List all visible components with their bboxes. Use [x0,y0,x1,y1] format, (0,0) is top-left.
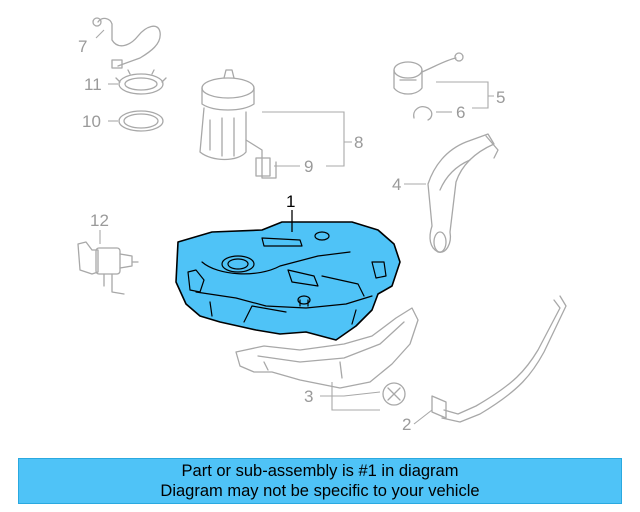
part-11-lock-ring: 11 [84,69,167,95]
callout-5: 5 [496,88,505,107]
callout-8: 8 [354,133,363,152]
callout-10: 10 [82,112,101,131]
part-7-wire-harness: 7 [78,17,161,69]
callout-6: 6 [456,103,465,122]
part-4-filler-pipe: 4 [392,133,499,253]
callout-4: 4 [392,175,401,194]
part-2-tank-strap: 2 [402,295,567,434]
banner-line-2: Diagram may not be specific to your vehi… [160,482,480,500]
parts-diagram: 7 11 10 8 9 5 [77,17,567,434]
callout-11: 11 [84,75,102,94]
banner-line-1: Part or sub-assembly is #1 in diagram [181,462,459,480]
part-12-fuel-filter: 12 [77,211,139,295]
info-banner: Part or sub-assembly is #1 in diagram Di… [18,458,622,504]
part-1-fuel-tank: 1 [175,192,401,341]
callout-3: 3 [304,387,313,406]
part-5-filler-cap: 5 [393,52,505,109]
part-8-fuel-pump: 8 [199,69,363,179]
callout-12: 12 [90,211,109,230]
callout-1: 1 [286,192,295,211]
part-6-clip: 6 [413,103,465,122]
callout-7: 7 [78,37,87,56]
callout-9: 9 [304,157,313,176]
callout-2: 2 [402,415,411,434]
part-10-seal: 10 [82,110,164,132]
part-3-heat-shield: 3 [235,307,419,411]
part-9-sender-connector: 9 [274,157,313,176]
fuel-tank-body [175,221,401,341]
